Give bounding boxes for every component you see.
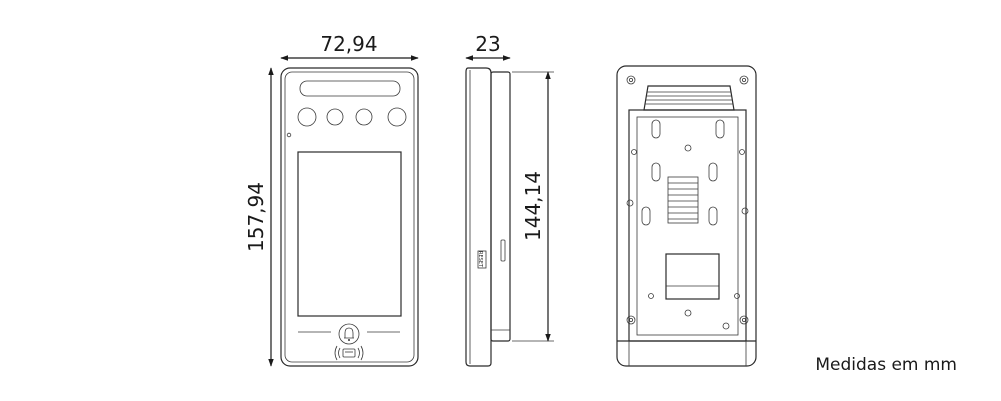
plate-holes [626, 144, 749, 330]
center-vent [667, 176, 699, 224]
sensor-2 [326, 108, 344, 126]
side-view: RESET [465, 67, 511, 367]
back-screw-br [739, 315, 749, 325]
depth-label: 23 [475, 32, 500, 56]
front-view [280, 67, 419, 367]
bell-icon [338, 323, 360, 345]
reset-label: RESET [477, 251, 483, 268]
top-hinge [643, 85, 735, 111]
back-screw-bl [626, 315, 636, 325]
back-screw-tl [626, 75, 636, 85]
front-inner-frame [284, 71, 415, 363]
back-screw-tr [739, 75, 749, 85]
side-port [500, 239, 506, 262]
plate-inner-outline [636, 116, 739, 336]
card-icon [334, 345, 364, 361]
front-outer-frame [280, 67, 419, 367]
side-front-panel [465, 67, 492, 367]
connector-recess [665, 253, 720, 300]
side-back-body [490, 71, 511, 342]
back-view [616, 65, 757, 367]
keyhole-slots [641, 119, 725, 226]
sensor-1 [297, 107, 317, 127]
sensor-3 [355, 108, 373, 126]
back-outer-frame [616, 65, 757, 367]
center-vent-slats [668, 182, 698, 220]
total-height-label: 157,94 [244, 182, 268, 252]
hinge-vents [645, 91, 733, 105]
camera-strip [299, 80, 401, 97]
width-label: 72,94 [320, 32, 377, 56]
reset-label-box [477, 250, 487, 269]
display-screen [297, 151, 402, 317]
body-height-label: 144,14 [521, 171, 545, 241]
mic-hole [286, 132, 292, 138]
sensor-4 [387, 107, 407, 127]
units-note: Medidas em mm [815, 355, 957, 375]
